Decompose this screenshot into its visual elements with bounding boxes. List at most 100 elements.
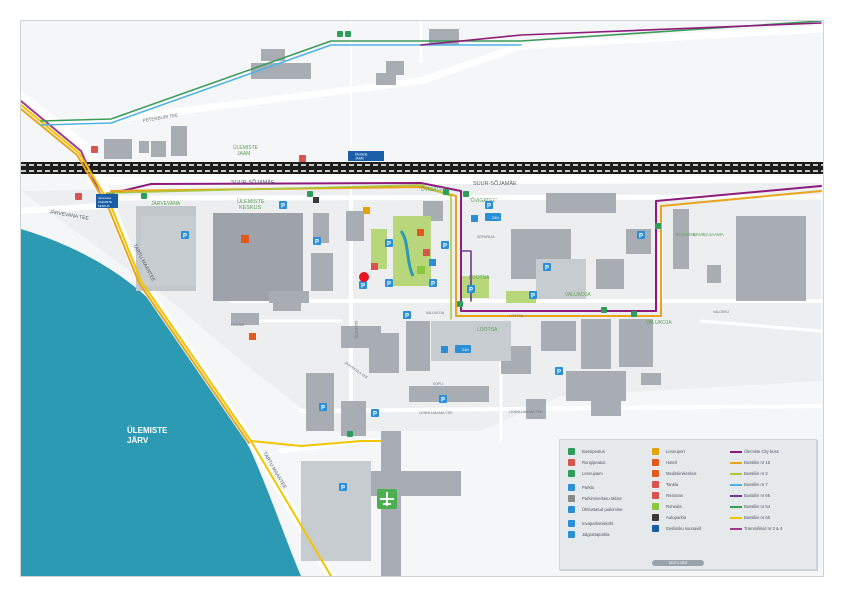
route-tram — [21, 100, 102, 197]
map-frame: ÜLEMISTE JÄRV ÜLEMISTE JAAM ÜLEMISTE KES… — [20, 20, 824, 577]
parking-icon: P — [385, 279, 393, 288]
road-label-suur-sojamae-east: SUUR-SÕJAMÄE — [473, 180, 517, 187]
route-darkpurple — [460, 250, 472, 302]
medical-icon — [417, 229, 424, 236]
station-sign-line-1: Ülemiste — [355, 153, 368, 157]
svg-text:P: P — [441, 398, 445, 404]
parking-icon: P — [181, 231, 189, 240]
road-label-sepapaja: SEPAPAJA — [477, 235, 495, 239]
bus-stop-icon — [463, 191, 469, 197]
parking-icon: P — [359, 281, 367, 290]
junction-sign-line-2: ÜLEMISTE — [98, 200, 112, 204]
bus-stop-icon — [655, 223, 661, 229]
tram-stop-icon — [568, 470, 575, 477]
svg-text:P: P — [469, 288, 473, 294]
airport-icon — [377, 489, 397, 509]
parking-icon: P — [555, 367, 563, 376]
parking-icon: P — [313, 237, 321, 246]
road-label-lennujaama-2: LENNUJAAMA TEE — [509, 410, 543, 414]
bus-stop-icon — [347, 431, 353, 437]
legend-button[interactable]: TARTU MNT — [652, 560, 704, 566]
junction-sign-line-3: KESKUS — [98, 204, 109, 208]
train-stop-icon — [75, 193, 82, 200]
svg-text:P: P — [487, 204, 491, 210]
route-line-swatch — [730, 473, 742, 475]
parking-icon: P — [429, 279, 437, 288]
car-rental-icon — [652, 514, 659, 521]
train-stop-icon — [568, 459, 575, 466]
svg-text:P: P — [405, 314, 409, 320]
parking-icon: P — [403, 311, 411, 320]
train-stop-icon — [299, 155, 306, 162]
road-label-hasabi: HASABI — [231, 323, 244, 327]
ovigatel-label-1: "ÕVIGATEL" — [419, 186, 447, 193]
current-location-marker[interactable] — [359, 272, 369, 282]
route-line-swatch — [730, 495, 742, 497]
svg-text:P: P — [387, 282, 391, 288]
paid-parking-icon — [568, 495, 575, 502]
car-rental-icon — [313, 197, 319, 203]
legend-panel: Bussipeatus Rongipeatus Lennujaam Parkla… — [559, 439, 817, 570]
train-stop-icons — [75, 146, 306, 200]
lake-label-2: JÄRV — [127, 436, 149, 445]
valukoja-label-2: VALUKOJA — [646, 320, 672, 326]
junction-sign: Järvevana ÜLEMISTE KESKUS — [96, 194, 118, 208]
route-top-green — [40, 21, 822, 122]
svg-text:P: P — [321, 406, 325, 412]
bus-stop-icon — [631, 311, 637, 317]
road-label-suur-sojamae-west: SUUR-SÕJAMÄE — [231, 179, 275, 186]
parking-icon: P — [467, 285, 475, 294]
hotel-icon — [652, 459, 659, 466]
centre-label-1: ÜLEMISTE — [237, 198, 265, 205]
restaurant-icon — [652, 492, 659, 499]
road-label-valdeku: VALDEKU — [713, 310, 730, 314]
time-badge-2: 24h — [455, 345, 471, 353]
bus-stop-icon — [601, 307, 607, 313]
parking-icon: P — [441, 241, 449, 250]
road-label-lennujaama-1: LENNUJAAMA TEE — [419, 411, 453, 415]
wheelchair-icon — [471, 215, 478, 222]
kambajaama-label: KAMBAJAAMA — [693, 232, 724, 237]
road-label-lootsa: LOOTSA — [509, 314, 524, 318]
svg-text:P: P — [341, 486, 345, 492]
bus-stop-icon — [345, 31, 351, 37]
station-label-2: JAAM — [237, 151, 250, 157]
atm-icon — [363, 207, 370, 214]
svg-text:P: P — [443, 244, 447, 250]
greenery-icon — [652, 503, 659, 510]
parking-icons[interactable]: P P P P P P P P P P P P P P P P P P P — [181, 201, 645, 492]
road-label-ulemiste: ÜLEMISTE — [354, 321, 358, 339]
svg-text:P: P — [361, 284, 365, 290]
bus-stop-icon — [307, 191, 313, 197]
svg-text:P: P — [545, 266, 549, 272]
parking-icon: P — [319, 403, 327, 412]
amenity-icons — [241, 197, 478, 353]
svg-text:P: P — [431, 282, 435, 288]
bicycle-icon — [429, 259, 436, 266]
route-line-swatch — [730, 451, 742, 453]
svg-text:P: P — [315, 240, 319, 246]
restaurant-icon — [371, 263, 378, 270]
parking-icon: P — [439, 395, 447, 404]
centre-label-2: KESKUS — [239, 205, 262, 211]
ovigatel-label-2: "ÕVIGATEL" — [469, 197, 497, 204]
valukoja-label-1: VALUKOJA — [565, 292, 591, 298]
svg-text:P: P — [183, 234, 187, 240]
map-canvas[interactable]: ÜLEMISTE JÄRV ÜLEMISTE JAAM ÜLEMISTE KES… — [21, 21, 823, 576]
atm-icon — [652, 448, 659, 455]
parking-areas — [141, 216, 586, 561]
station-sign: Ülemiste JAAM — [348, 151, 384, 161]
svg-text:P: P — [373, 412, 377, 418]
train-stop-icon — [91, 146, 98, 153]
route-top-purple — [420, 22, 822, 46]
wheelchair-icon — [568, 520, 575, 527]
bus-stop-icon — [568, 448, 575, 455]
kasarmu-label: KASARMU — [676, 232, 697, 237]
svg-text:P: P — [639, 234, 643, 240]
parking-icon: P — [529, 291, 537, 300]
hotel-icon — [249, 333, 256, 340]
route-lightgreen — [105, 184, 452, 320]
fuel-icon — [652, 481, 659, 488]
junction-sign-line-1: Järvevana — [98, 196, 111, 200]
route-line-swatch — [730, 528, 742, 530]
